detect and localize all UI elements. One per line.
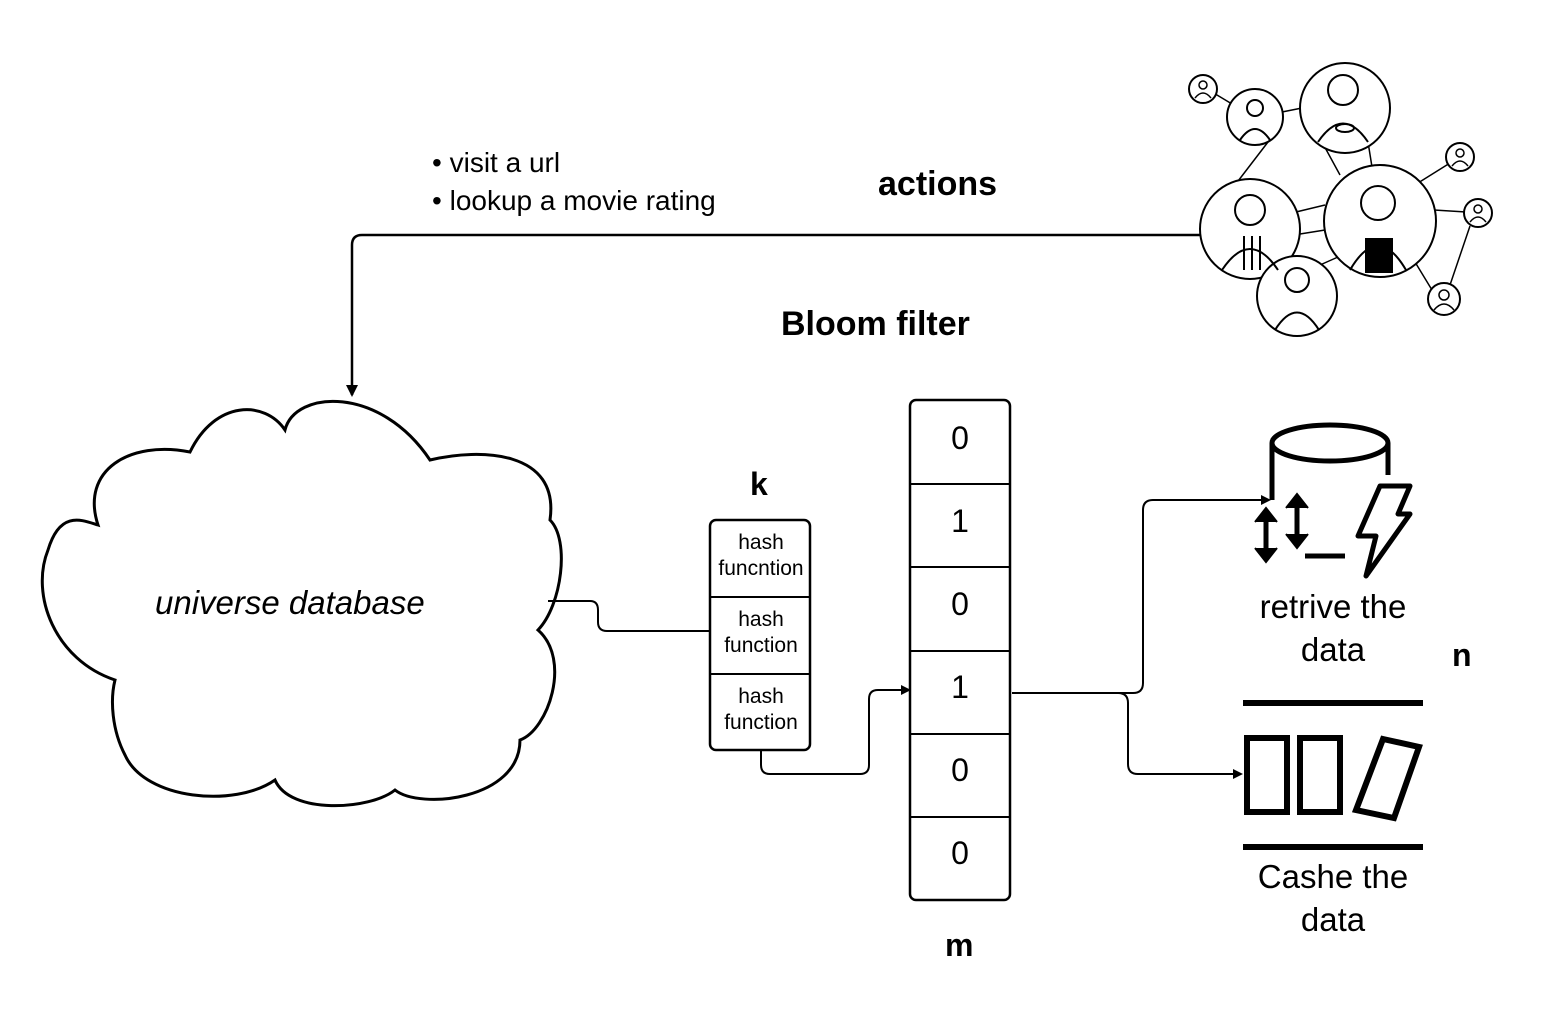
bit-cell: 0	[951, 835, 969, 871]
bit-array	[908, 398, 1012, 902]
bit-cell: 0	[951, 752, 969, 788]
universe-database-cloud	[40, 399, 563, 808]
people-network-icon	[1188, 62, 1493, 337]
array-to-retrieve-arrow	[1012, 495, 1271, 694]
database-label: universe database	[155, 584, 425, 621]
bit-cell: 1	[951, 669, 969, 705]
db-to-hash-connector	[548, 600, 712, 632]
actions-arrow	[346, 233, 1202, 397]
actions-list-item: • lookup a movie rating	[432, 185, 716, 216]
bit-cell: 1	[951, 503, 969, 539]
k-label: k	[750, 466, 768, 502]
hash-function-cell: hash function	[724, 685, 798, 734]
hash-function-cell: hash function	[724, 608, 798, 657]
array-to-cache-arrow	[1100, 692, 1243, 779]
actions-list-item-text: visit a url	[449, 147, 561, 178]
bit-cell: 0	[951, 586, 969, 622]
actions-list-item-text: lookup a movie rating	[449, 185, 716, 216]
hash-function-cell: hash funcntion	[718, 531, 804, 580]
m-label: m	[945, 927, 974, 963]
database-lightning-icon	[1254, 422, 1413, 579]
hash-function-block	[708, 518, 812, 752]
actions-list-item: • visit a url	[432, 147, 561, 178]
actions-label: actions	[878, 165, 998, 203]
actions-list: • visit a url • lookup a movie rating	[432, 144, 716, 220]
bit-cell: 0	[951, 420, 969, 456]
n-label: n	[1452, 637, 1472, 673]
bloom-filter-label: Bloom filter	[781, 305, 970, 343]
hash-to-array-arrow	[760, 685, 911, 775]
cache-caption: Cashe the data	[1257, 858, 1409, 938]
cache-blocks-icon	[1243, 700, 1423, 850]
retrieve-caption: retrive the data	[1259, 588, 1407, 668]
